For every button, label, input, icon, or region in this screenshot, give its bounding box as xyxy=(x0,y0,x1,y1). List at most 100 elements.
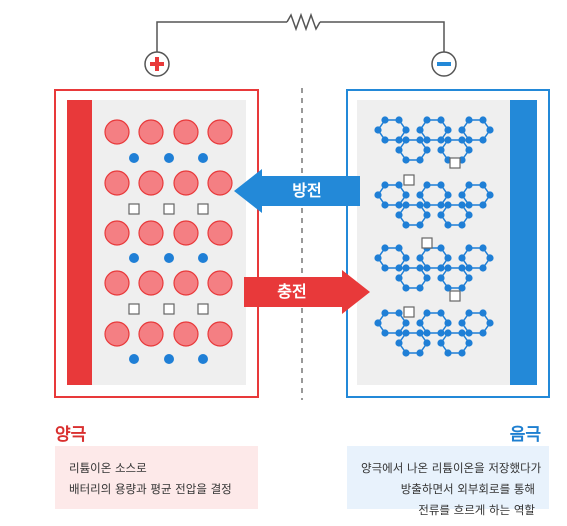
carbon-atom xyxy=(381,136,389,144)
positive-terminal-icon xyxy=(144,51,170,77)
metal-oxide-atom xyxy=(173,321,199,347)
carbon-atom xyxy=(395,244,403,252)
carbon-atom xyxy=(416,221,424,229)
anode-description-line: 전류를 흐르게 하는 역할 xyxy=(418,503,535,517)
carbon-atom xyxy=(402,349,410,357)
carbon-atom xyxy=(479,329,487,337)
carbon-atom xyxy=(416,319,424,327)
carbon-atom xyxy=(465,329,473,337)
carbon-atom xyxy=(402,126,410,134)
lithium-ion xyxy=(198,153,208,163)
carbon-atom xyxy=(458,126,466,134)
carbon-atom xyxy=(381,309,389,317)
carbon-atom xyxy=(479,264,487,272)
carbon-atom xyxy=(416,254,424,262)
lithium-ion xyxy=(129,153,139,163)
cathode-description-line: 리튬이온 소스로 xyxy=(69,461,147,475)
cathode-atoms xyxy=(104,119,233,364)
metal-oxide-atom xyxy=(138,220,164,246)
carbon-atom xyxy=(416,329,424,337)
metal-oxide-atom xyxy=(138,119,164,145)
vacancy-icon xyxy=(421,237,433,249)
carbon-atom xyxy=(465,309,473,317)
metal-oxide-atom xyxy=(104,321,130,347)
negative-terminal-icon xyxy=(431,51,457,77)
carbon-atom xyxy=(416,264,424,272)
metal-oxide-atom xyxy=(207,270,233,296)
carbon-atom xyxy=(465,146,473,154)
cathode-title: 양극 xyxy=(55,425,87,445)
carbon-atom xyxy=(479,309,487,317)
carbon-atom xyxy=(444,136,452,144)
carbon-atom xyxy=(444,349,452,357)
carbon-atom xyxy=(444,284,452,292)
carbon-atom xyxy=(437,181,445,189)
carbon-atom xyxy=(465,116,473,124)
carbon-atom xyxy=(458,329,466,337)
carbon-atom xyxy=(402,136,410,144)
carbon-atom xyxy=(465,201,473,209)
carbon-atom xyxy=(437,136,445,144)
carbon-atom xyxy=(458,349,466,357)
carbon-atom xyxy=(402,329,410,337)
carbon-atom xyxy=(458,319,466,327)
carbon-atom xyxy=(423,329,431,337)
vacancy-icon xyxy=(197,203,209,215)
charge-label: 충전 xyxy=(277,282,307,301)
carbon-atom xyxy=(437,309,445,317)
carbon-atom xyxy=(444,264,452,272)
carbon-atom xyxy=(395,181,403,189)
carbon-atom xyxy=(416,126,424,134)
vacancy-icon xyxy=(197,303,209,315)
carbon-atom xyxy=(402,254,410,262)
carbon-atom xyxy=(437,146,445,154)
carbon-atom xyxy=(458,201,466,209)
metal-oxide-atom xyxy=(138,170,164,196)
lithium-ion xyxy=(129,354,139,364)
carbon-atom xyxy=(423,264,431,272)
carbon-atom xyxy=(465,136,473,144)
carbon-atom xyxy=(395,264,403,272)
metal-oxide-atom xyxy=(207,321,233,347)
carbon-atom xyxy=(381,201,389,209)
carbon-atom xyxy=(402,201,410,209)
carbon-atom xyxy=(486,254,494,262)
metal-oxide-atom xyxy=(173,170,199,196)
carbon-atom xyxy=(444,221,452,229)
carbon-atom xyxy=(444,329,452,337)
carbon-atom xyxy=(423,136,431,144)
vacancy-icon xyxy=(163,203,175,215)
carbon-atom xyxy=(395,136,403,144)
carbon-atom xyxy=(402,319,410,327)
carbon-atom xyxy=(381,181,389,189)
metal-oxide-atom xyxy=(138,321,164,347)
carbon-atom xyxy=(444,201,452,209)
anode-description: 양극에서 나온 리튬이온을 저장했다가 방출하면서 외부회로를 통해 전류를 흐… xyxy=(347,446,549,517)
carbon-atom xyxy=(465,181,473,189)
carbon-atom xyxy=(444,319,452,327)
carbon-atom xyxy=(374,254,382,262)
carbon-atom xyxy=(416,284,424,292)
carbon-atom xyxy=(479,181,487,189)
anode-panel xyxy=(357,100,510,385)
carbon-atom xyxy=(479,116,487,124)
carbon-atom xyxy=(416,136,424,144)
carbon-atom xyxy=(423,116,431,124)
carbon-atom xyxy=(395,309,403,317)
metal-oxide-atom xyxy=(173,119,199,145)
vacancy-icon xyxy=(128,303,140,315)
carbon-atom xyxy=(479,201,487,209)
carbon-atom xyxy=(374,191,382,199)
vacancy-icon xyxy=(128,203,140,215)
carbon-atom xyxy=(381,329,389,337)
carbon-atom xyxy=(465,339,473,347)
carbon-atom xyxy=(423,146,431,154)
discharge-arrow xyxy=(234,169,360,213)
carbon-atom xyxy=(395,329,403,337)
vacancy-icon xyxy=(163,303,175,315)
carbon-atom xyxy=(423,201,431,209)
metal-oxide-atom xyxy=(173,270,199,296)
vacancy-icon xyxy=(403,174,415,186)
external-circuit xyxy=(156,12,445,52)
carbon-atom xyxy=(416,156,424,164)
